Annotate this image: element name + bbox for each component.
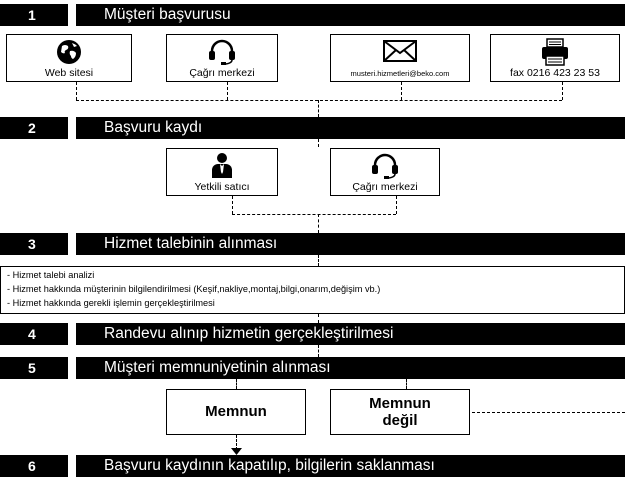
- registration-label: Çağrı merkezi: [352, 181, 418, 193]
- service-request-details: - Hizmet talebi analizi - Hizmet hakkınd…: [0, 266, 625, 314]
- step-3-number: 3: [28, 236, 36, 252]
- satisfied-label: Memnun: [205, 403, 267, 420]
- connector: [318, 314, 319, 323]
- fax-icon: [542, 38, 568, 66]
- step-5-bar: 5 Müşteri memnuniyetinin alınması: [0, 357, 625, 379]
- step-5-title: Müşteri memnuniyetinin alınması: [104, 359, 331, 376]
- connector: [236, 379, 237, 389]
- step-1-title: Müşteri başvurusu: [104, 6, 231, 23]
- list-item: - Hizmet hakkında gerekli işlemin gerçek…: [7, 298, 215, 308]
- connector: [401, 82, 402, 100]
- list-item: - Hizmet hakkında müşterinin bilgilendir…: [7, 284, 381, 294]
- channel-label: Web sitesi: [44, 67, 94, 79]
- connector: [396, 196, 397, 214]
- step-6-title: Başvuru kaydının kapatılıp, bilgilerin s…: [104, 457, 435, 474]
- step-2-bar: 2 Başvuru kaydı: [0, 117, 625, 139]
- channel-label: fax 0216 423 23 53: [510, 67, 600, 79]
- not-satisfied-box: Memnun değil: [330, 389, 470, 435]
- step-6-number: 6: [28, 458, 36, 474]
- arrow-down-icon: [231, 448, 242, 455]
- headset-icon: [372, 153, 398, 179]
- satisfied-box: Memnun: [166, 389, 306, 435]
- connector: [562, 82, 563, 100]
- connector: [318, 255, 319, 266]
- loop-back-connector: [472, 412, 625, 413]
- registration-dealer: Yetkili satıcı: [166, 148, 278, 196]
- step-4-number: 4: [28, 326, 36, 342]
- channel-web-site: Web sitesi: [6, 34, 132, 82]
- globe-icon: [57, 40, 81, 64]
- step-4-bar: 4 Randevu alınıp hizmetin gerçekleştiril…: [0, 323, 625, 345]
- step-1-bar: 1 Müşteri başvurusu: [0, 4, 625, 26]
- step-1-number: 1: [28, 7, 36, 23]
- connector: [76, 82, 77, 100]
- not-satisfied-label-line2: değil: [382, 412, 418, 429]
- connector: [227, 82, 228, 100]
- connector: [318, 345, 319, 357]
- step-2-number: 2: [28, 120, 36, 136]
- step-4-title: Randevu alınıp hizmetin gerçekleştirilme…: [104, 325, 394, 342]
- connector: [232, 214, 396, 215]
- step-5-number: 5: [28, 360, 36, 376]
- step-3-title: Hizmet talebinin alınması: [104, 235, 278, 252]
- channel-label: Çağrı merkezi: [189, 67, 255, 79]
- connector: [76, 100, 562, 101]
- step-6-bar: 6 Başvuru kaydının kapatılıp, bilgilerin…: [0, 455, 625, 477]
- channel-call-center: Çağrı merkezi: [166, 34, 278, 82]
- headset-icon: [209, 39, 235, 65]
- list-item: - Hizmet talebi analizi: [7, 270, 95, 280]
- channel-fax: fax 0216 423 23 53: [490, 34, 620, 82]
- person-icon: [212, 153, 232, 178]
- step-3-bar: 3 Hizmet talebinin alınması: [0, 233, 625, 255]
- connector: [318, 100, 319, 117]
- channel-email: musteri.hizmetleri@beko.com: [330, 34, 470, 82]
- not-satisfied-label-line1: Memnun: [369, 395, 431, 412]
- connector: [232, 196, 233, 214]
- connector: [406, 379, 407, 389]
- channel-label: musteri.hizmetleri@beko.com: [350, 69, 450, 78]
- connector: [236, 435, 237, 450]
- envelope-icon: [383, 40, 417, 62]
- registration-call-center: Çağrı merkezi: [330, 148, 440, 196]
- connector: [318, 214, 319, 233]
- registration-label: Yetkili satıcı: [194, 181, 250, 193]
- connector: [318, 139, 319, 147]
- step-2-title: Başvuru kaydı: [104, 119, 203, 136]
